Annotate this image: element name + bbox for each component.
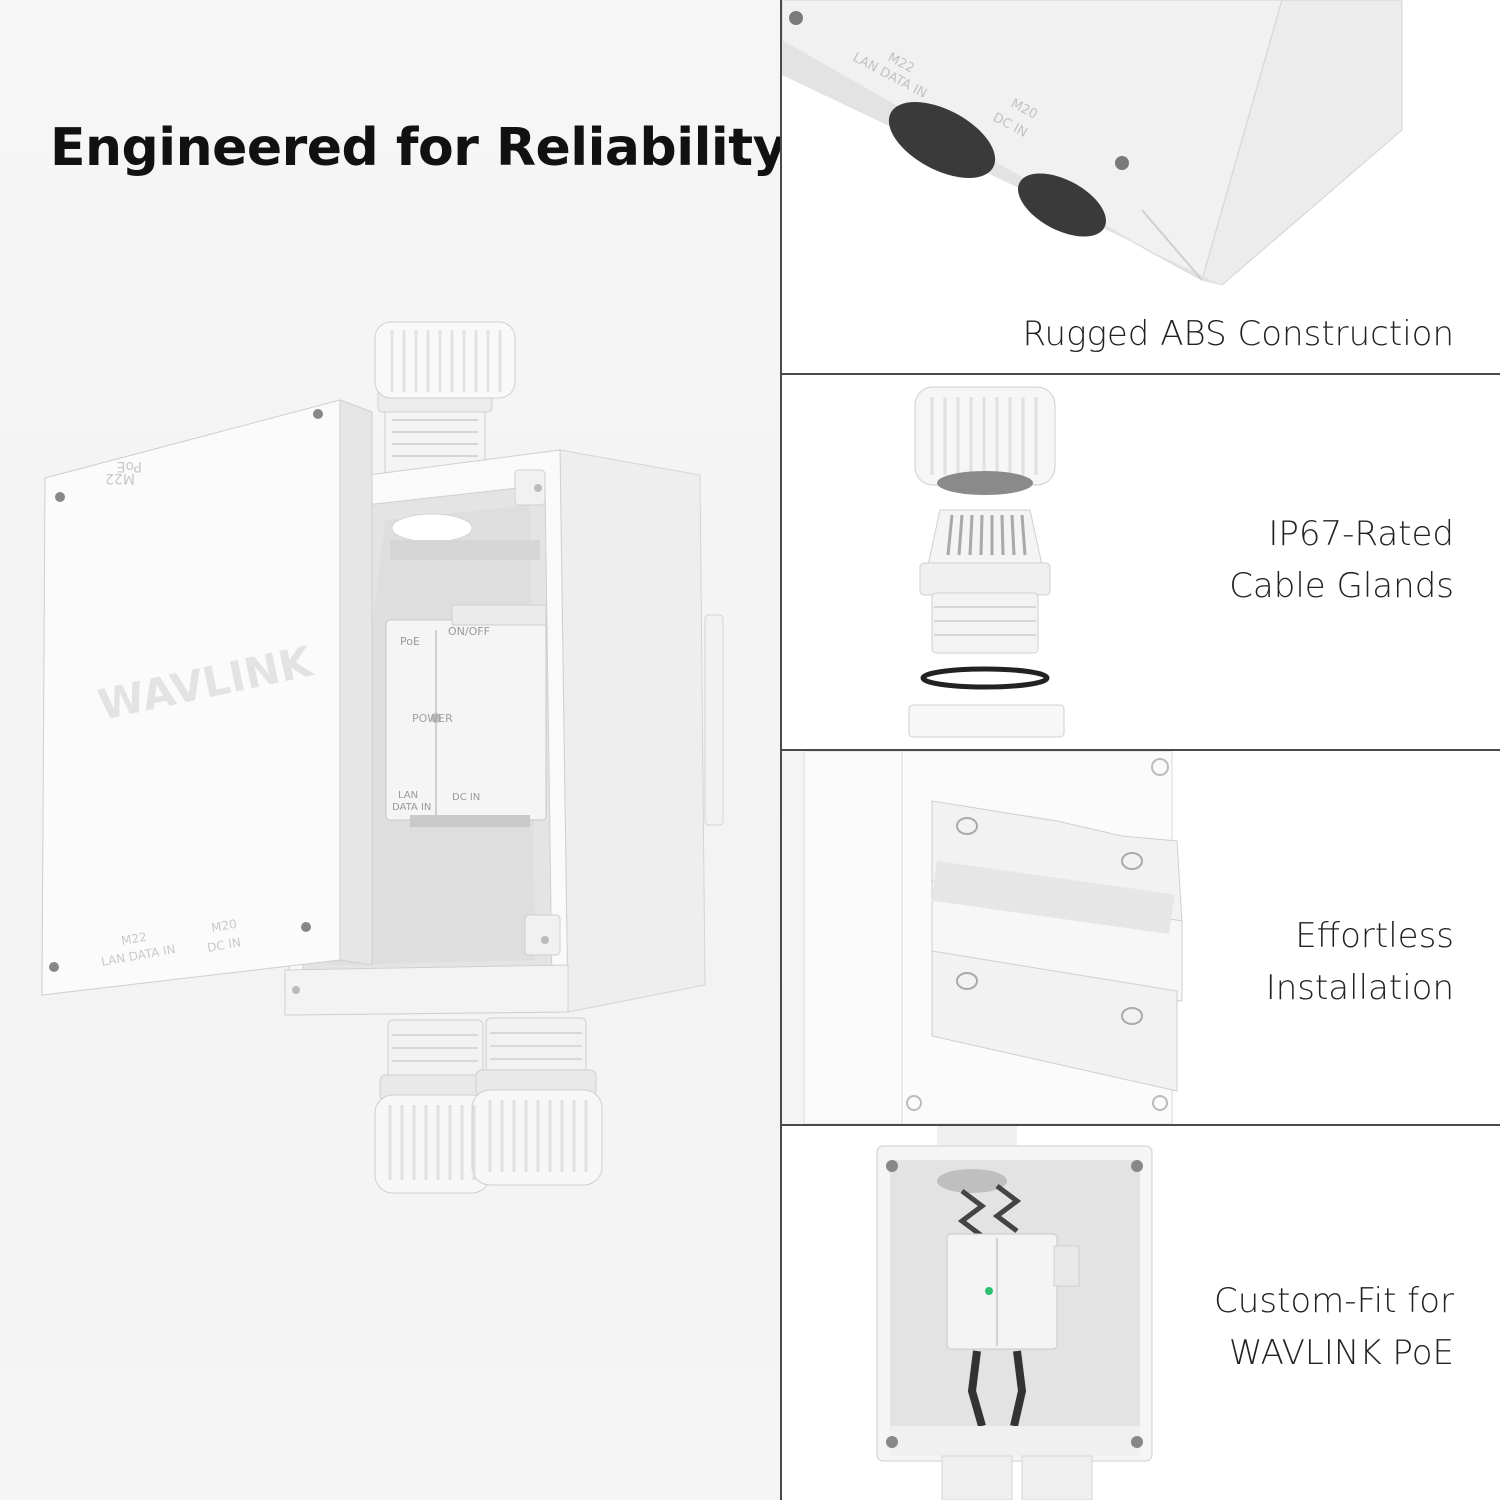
bottom-cable-glands <box>374 1017 603 1194</box>
page-title: Engineered for Reliability <box>50 118 786 178</box>
feature-panel-abs: M22 LAN DATA IN M20 DC IN Rugged ABS Con… <box>782 0 1500 373</box>
feature-caption-installation: Effortless Installation <box>1266 910 1454 1014</box>
feature-ip67-line-1: IP67-Rated <box>1268 514 1454 554</box>
feature-panel-custom-fit: Custom-Fit for WAVLINK PoE <box>782 1126 1500 1500</box>
feature-panel-installation: Effortless Installation <box>782 751 1500 1124</box>
hero-panel: Engineered for Reliability <box>0 0 786 1500</box>
module-lan-label: LAN <box>398 790 418 801</box>
divider-2 <box>782 749 1500 751</box>
enclosure-lid: M22 PoE WAVLINK M22 LAN DATA IN M20 DC I… <box>41 399 373 996</box>
feature-installation-line-1: Effortless <box>1295 916 1454 956</box>
feature-panel-ip67: IP67-Rated Cable Glands <box>782 375 1500 749</box>
cable-gland-exploded-image <box>908 386 1065 738</box>
installed-poe-image <box>876 1126 1153 1500</box>
module-onoff-label: ON/OFF <box>448 625 490 638</box>
module-power-label: POWER <box>412 712 453 725</box>
lid-m22-label: M22 <box>105 470 135 486</box>
top-cable-gland <box>374 321 516 476</box>
lid-m20-label: M20 <box>210 917 238 935</box>
feature-installation-line-2: Installation <box>1265 968 1454 1008</box>
feature-caption-custom-fit: Custom-Fit for WAVLINK PoE <box>1214 1275 1454 1379</box>
lid-dc-in-label: DC IN <box>206 935 242 955</box>
feature-ip67-line-2: Cable Glands <box>1229 566 1454 606</box>
lid-m22-bottom-label: M22 <box>120 930 148 948</box>
divider-1 <box>782 373 1500 375</box>
mounting-bracket-image <box>782 751 1183 1124</box>
module-data-in-label: DATA IN <box>392 802 431 813</box>
vertical-divider <box>780 0 782 1500</box>
lid-poe-label: PoE <box>117 458 142 474</box>
module-dc-in-label: DC IN <box>452 792 480 803</box>
feature-abs-line-1: Rugged ABS Construction <box>1022 314 1454 354</box>
divider-3 <box>782 1124 1500 1126</box>
feature-caption-abs: Rugged ABS Construction <box>1022 308 1454 360</box>
feature-caption-ip67: IP67-Rated Cable Glands <box>1229 508 1454 612</box>
abs-housing-image: M22 LAN DATA IN M20 DC IN <box>782 0 1403 286</box>
module-poe-label: PoE <box>400 635 420 648</box>
feature-custom-fit-line-2: WAVLINK PoE <box>1228 1333 1454 1373</box>
junction-box-illustration: PoE ON/OFF POWER LAN DATA IN DC IN <box>41 321 724 1194</box>
feature-custom-fit-line-1: Custom-Fit for <box>1214 1281 1454 1321</box>
